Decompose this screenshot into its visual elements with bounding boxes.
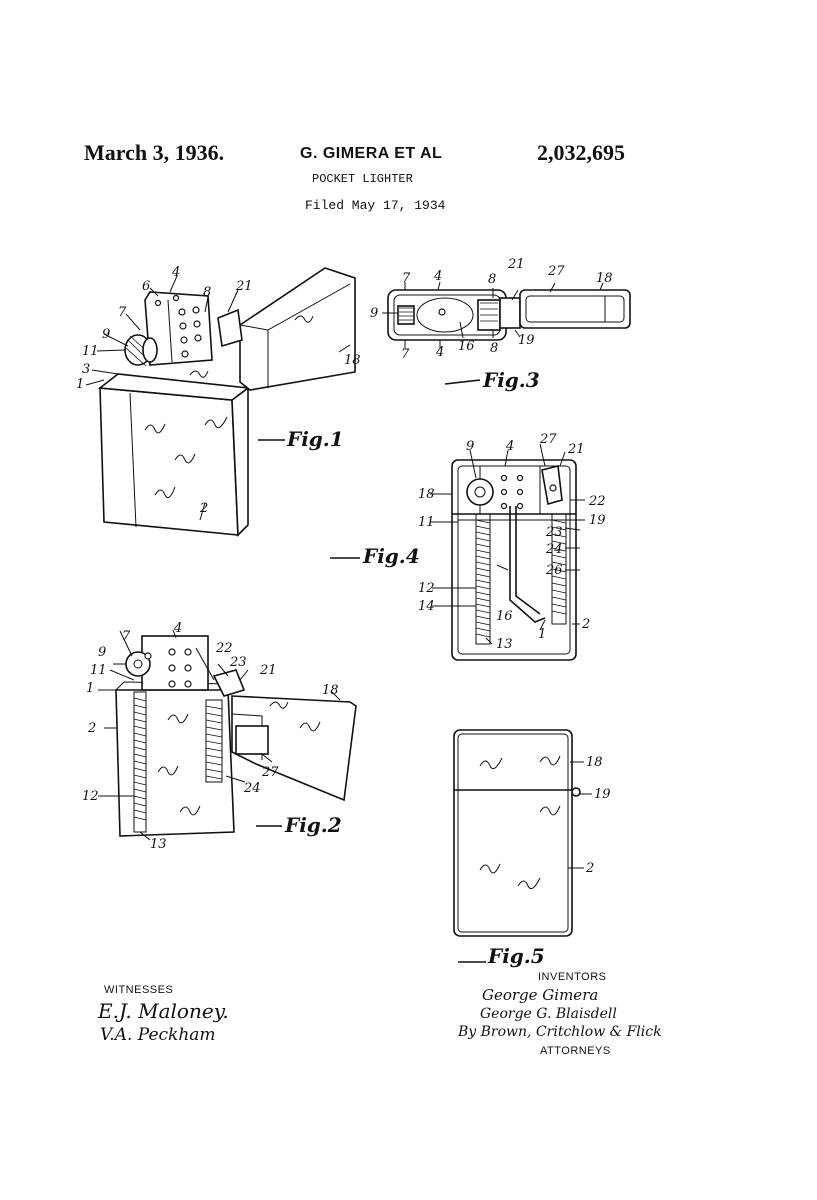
fig1-label-7: 7 (118, 305, 127, 320)
fig3-caption: Fig.3 (482, 368, 540, 392)
fig1-label-4: 4 (171, 265, 180, 280)
fig5-caption: Fig.5 (487, 944, 545, 968)
fig4-label-23: 23 (545, 525, 563, 540)
fig4-label-27: 27 (539, 432, 557, 447)
inventor-2-signature: George G. Blaisdell (480, 1006, 617, 1022)
fig2-label-13: 13 (150, 837, 167, 852)
fig3-label-21: 21 (507, 257, 525, 272)
fig2-label-2: 2 (87, 721, 96, 736)
figure-4 (330, 443, 585, 661)
fig4-label-26: 26 (545, 563, 563, 578)
fig2-label-4: 4 (173, 621, 182, 636)
fig1-label-2: 2 (199, 501, 208, 516)
fig4-label-1: 1 (538, 627, 546, 642)
fig2-label-27: 27 (261, 765, 279, 780)
fig1-label-9: 9 (102, 327, 110, 342)
fig4-label-12: 12 (418, 581, 435, 596)
fig2-label-11: 11 (90, 663, 107, 678)
fig1-label-3: 3 (82, 362, 90, 377)
fig2-label-23: 23 (229, 655, 247, 670)
fig3-label-4-top: 4 (433, 269, 442, 284)
figure-2 (98, 629, 357, 841)
fig3-label-9: 9 (370, 306, 378, 321)
inventors-label: INVENTORS (538, 971, 606, 983)
fig2-label-9: 9 (98, 645, 106, 660)
fig1-label-18: 18 (344, 353, 361, 368)
fig3-label-16: 16 (458, 339, 475, 354)
fig2-label-12: 12 (82, 789, 99, 804)
patent-date: March 3, 1936. (84, 140, 225, 165)
figure-1 (85, 267, 356, 537)
patent-number: 2,032,695 (537, 140, 625, 165)
attorneys-label: ATTORNEYS (540, 1045, 611, 1057)
attorneys-signature: By Brown, Critchlow & Flick (457, 1024, 662, 1040)
fig2-caption: Fig.2 (284, 813, 342, 837)
fig2-label-18: 18 (322, 683, 339, 698)
fig3-label-19: 19 (518, 333, 535, 348)
fig5-label-18: 18 (586, 755, 603, 770)
fig4-label-2: 2 (581, 617, 590, 632)
fig1-label-11: 11 (82, 344, 99, 359)
fig3-label-18: 18 (596, 271, 613, 286)
fig4-label-22: 22 (588, 494, 606, 509)
fig5-label-19: 19 (594, 787, 611, 802)
fig3-label-27: 27 (547, 264, 565, 279)
fig2-label-1: 1 (86, 681, 94, 696)
inventor-1-signature: George Gimera (482, 986, 598, 1004)
fig4-label-18: 18 (418, 487, 435, 502)
figure-5 (453, 729, 592, 963)
fig1-label-1: 1 (76, 377, 84, 392)
witness-1-signature: E.J. Maloney. (97, 999, 229, 1023)
fig2-label-24: 24 (243, 781, 261, 796)
witnesses-label: WITNESSES (104, 984, 173, 996)
witness-2-signature: V.A. Peckham (100, 1025, 216, 1045)
fig4-label-13: 13 (496, 637, 513, 652)
fig5-label-2: 2 (585, 861, 594, 876)
fig4-label-21: 21 (567, 442, 585, 457)
fig4-label-9: 9 (466, 439, 474, 454)
fig1-label-21: 21 (235, 279, 253, 294)
fig3-label-4-bottom: 4 (435, 345, 444, 360)
fig3-label-8-bottom: 8 (490, 341, 498, 356)
fig4-label-24: 24 (545, 542, 563, 557)
fig4-label-14: 14 (418, 599, 435, 614)
fig3-label-7-top: 7 (402, 271, 411, 286)
fig4-label-16: 16 (496, 609, 513, 624)
fig4-label-19: 19 (589, 513, 606, 528)
fig2-label-21: 21 (259, 663, 277, 678)
fig1-caption: Fig.1 (286, 427, 344, 451)
fig4-label-11: 11 (418, 515, 435, 530)
inventors-header: G. GIMERA ET AL (300, 145, 443, 162)
patent-title: POCKET LIGHTER (312, 172, 413, 186)
fig2-label-7: 7 (122, 629, 131, 644)
filed-date: Filed May 17, 1934 (305, 198, 446, 213)
figure-3 (382, 281, 631, 385)
fig3-label-8-top: 8 (488, 272, 496, 287)
fig1-label-8: 8 (203, 285, 211, 300)
fig3-label-7-bottom: 7 (401, 347, 410, 362)
fig4-caption: Fig.4 (362, 544, 420, 568)
fig4-label-4: 4 (505, 439, 514, 454)
fig2-label-22: 22 (215, 641, 233, 656)
fig1-label-6: 6 (142, 279, 150, 294)
